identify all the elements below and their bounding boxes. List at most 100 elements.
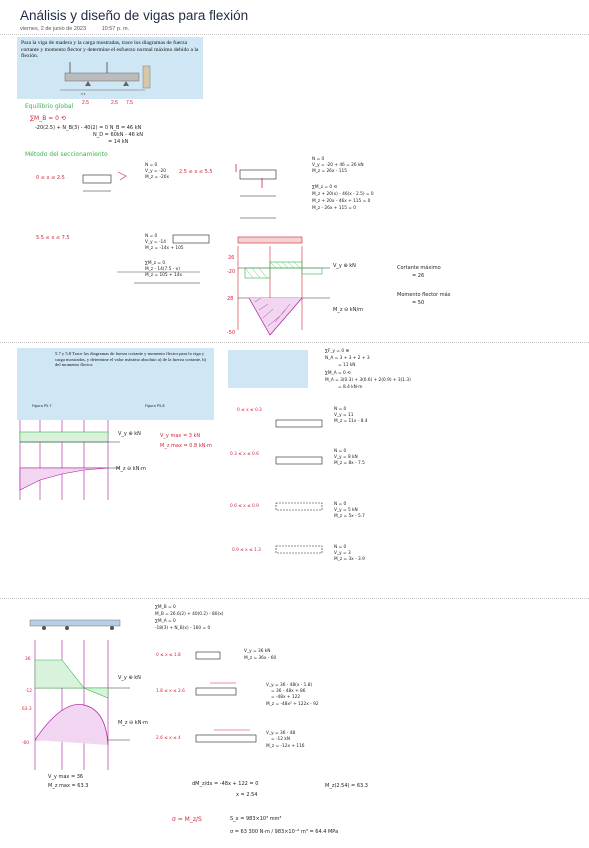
divider xyxy=(0,34,589,35)
diagram-value: -12 xyxy=(25,689,33,694)
cut-line: V_y = 36 kN xyxy=(244,649,271,654)
cut-line: M_z = 8x - 7.5 xyxy=(334,461,365,466)
cut-line: M_z = -20x xyxy=(145,175,170,180)
design-line: dM_z/dx = -48x + 122 = 0 xyxy=(192,781,259,787)
eq-line: = 11 kN xyxy=(338,363,356,368)
cut-line: M_z = -48x² + 122x - 92 xyxy=(266,702,319,707)
result-line: V_y max = 3 kN xyxy=(160,433,201,439)
result-line: M_z max = 63.3 xyxy=(48,783,89,789)
cut-line: M_z = 36x - 60 xyxy=(244,656,277,661)
cut-line: M_z = 105 + 14x xyxy=(145,273,182,278)
problem-text: 5.7 y 5.8 Trace los diagramas de fuerza … xyxy=(55,351,207,367)
cut-line: N = 0 xyxy=(145,163,158,168)
eq-line: N_D = 60kN - 46 kN xyxy=(93,132,144,138)
eq-line: ∑M_B = 0 xyxy=(155,605,176,610)
diagram-value: -50 xyxy=(227,330,236,336)
problem-figure-3 xyxy=(228,350,308,388)
cut-line: V_y = 5 kN xyxy=(334,508,358,513)
diagram-label: M_z ⊖ kN·m xyxy=(118,720,148,726)
result-line: M_z max = 0.8 kN·m xyxy=(160,443,212,449)
cut-range: 5.5 ≤ x ≤ 7.5 xyxy=(36,235,70,241)
diagram-label: V_y ⊕ kN xyxy=(333,263,356,269)
cut-line: M_z = -14x + 105 xyxy=(145,246,184,251)
svg-text:2.5: 2.5 xyxy=(82,100,89,106)
cut-range: 0.3 ≤ x ≤ 0.6 xyxy=(230,452,259,457)
figure-caption: Figura P5.7 xyxy=(32,404,52,408)
eq-line: -20(2.5) + N_B(3) - 40(2) = 0 N_B = 46 k… xyxy=(35,125,142,131)
design-line: σ = M_z/S xyxy=(172,816,202,823)
diagram-label: M_z ⊖ kN·m xyxy=(116,466,146,472)
cut-range: 0 ≤ x ≤ 0.3 xyxy=(237,408,262,413)
cut-line: V_y = 8 kN xyxy=(334,455,358,460)
eq-line: = 14 kN xyxy=(108,139,129,145)
cut-line: V_y = 11 xyxy=(334,413,354,418)
eq-line: N_A = 3 + 3 + 2 + 3 xyxy=(325,356,370,361)
page-title: Análisis y diseño de vigas para flexión xyxy=(20,8,249,23)
problem-figure-4 xyxy=(20,608,124,644)
cut-line: V_y = 36 - 48 xyxy=(266,731,296,736)
cut-line: M_z = 11x - 8.4 xyxy=(334,419,368,424)
heading-seccionamiento: Método del seccionamiento xyxy=(25,151,108,158)
cut-line: V_y = -20 + 46 = 26 kN xyxy=(312,163,364,168)
diagram-label: V_y ⊕ kN xyxy=(118,431,141,437)
cut-line: = -48x + 122 xyxy=(271,695,301,700)
design-line: σ = 63 300 N·m / 983×10⁻⁶ m³ = 64.4 MPa xyxy=(230,829,339,835)
cut-range: 0.9 ≤ x ≤ 1.3 xyxy=(232,548,261,553)
diagram-value: 63.3 xyxy=(22,707,32,712)
cut-line: N = 0 xyxy=(334,502,347,507)
eq-line: M_B = 26.6(2) + 40(0.2) - 80(x) xyxy=(155,612,224,617)
cut-range: 0 ≤ x ≤ 2.5 xyxy=(36,175,65,181)
cut-line: V_y = 36 - 48(x - 1.8) xyxy=(266,683,313,688)
page-time: 10:57 p. m. xyxy=(101,26,130,32)
svg-text:x x: x x xyxy=(81,92,86,96)
cut-line: M_z = -12x + 116 xyxy=(266,744,305,749)
cut-line: = 36 - 48x + 86 xyxy=(271,689,306,694)
diagram-value: -60 xyxy=(22,741,30,746)
cut-line: N = 0 xyxy=(334,449,347,454)
eq-line: ∑M_B = 0 ⟲ xyxy=(30,115,66,122)
diagram-label: M_z ⊖ kN/m xyxy=(333,307,363,313)
eq-line: M_A = 3(0.3) + 3(0.6) + 2(0.9) + 3(1.3) xyxy=(325,378,411,383)
cut-line: M_z + 20x - 46x + 115 = 0 xyxy=(312,199,371,204)
cut-line: ∑M_z = 0 ⟲ xyxy=(312,185,338,190)
cut-line: M_z + 20(x) - 46(x - 2.5) = 0 xyxy=(312,192,374,197)
svg-text:7.5: 7.5 xyxy=(126,100,133,106)
figure-caption: Figura P5.8 xyxy=(145,404,165,408)
result-label: Momento flector máx xyxy=(397,292,451,298)
design-line: x = 2.54 xyxy=(236,792,258,798)
cut-range: 0 ≤ x ≤ 1.8 xyxy=(156,653,181,658)
result-line: V_y max = 36 xyxy=(48,774,84,780)
cut-range: 2.5 ≤ x ≤ 5.5 xyxy=(179,169,213,175)
cut-line: N = 0 xyxy=(145,234,158,239)
problem-text: Para la viga de madera y la carga mostra… xyxy=(21,40,199,60)
cut-range: 0.6 ≤ x ≤ 0.9 xyxy=(230,504,259,509)
eq-line: -18(3) + N_B(x) - 160 = 0 xyxy=(155,626,211,631)
cut-line: N = 0 xyxy=(334,545,347,550)
diagram-value: 28 xyxy=(227,296,234,302)
cut-line: V_y = 3 xyxy=(334,551,351,556)
cut-line: M_z = 5x - 5.7 xyxy=(334,514,365,519)
cut-line: N = 0 xyxy=(312,157,325,162)
cut-line: M_z - 14(7.5 - x) xyxy=(145,267,180,272)
cut-line: ∑M_z = 0 xyxy=(145,261,166,266)
cut-line: V_y = -14 xyxy=(145,240,166,245)
cut-line: = -12 kN xyxy=(271,737,291,742)
divider xyxy=(0,342,589,343)
design-line: S_x = 983×10³ mm³ xyxy=(230,816,282,822)
divider xyxy=(0,598,589,599)
eq-line: = 8.4 kN·m xyxy=(338,385,363,390)
problem-statement-1: Para la viga de madera y la carga mostra… xyxy=(17,37,203,99)
cut-line: M_z - 26x + 115 = 0 xyxy=(312,206,357,211)
diagram-value: 36 xyxy=(25,657,31,662)
result-label: Cortante máximo xyxy=(397,265,441,271)
cut-line: M_z = 26x - 115 xyxy=(312,169,347,174)
diagram-label: V_y ⊕ kN xyxy=(118,675,141,681)
problem-statement-2: 5.7 y 5.8 Trace los diagramas de fuerza … xyxy=(17,348,214,420)
cut-range: 1.8 ≤ x ≤ 2.6 xyxy=(156,689,185,694)
heading-equilibrio-global: Equilibrio global xyxy=(25,103,74,110)
eq-line: ∑M_A = 0 ⟲ xyxy=(325,371,351,376)
cut-line: M_z = 3x - 3.9 xyxy=(334,557,365,562)
result-value: = 26 xyxy=(412,273,425,279)
svg-text:2.5: 2.5 xyxy=(111,100,118,106)
